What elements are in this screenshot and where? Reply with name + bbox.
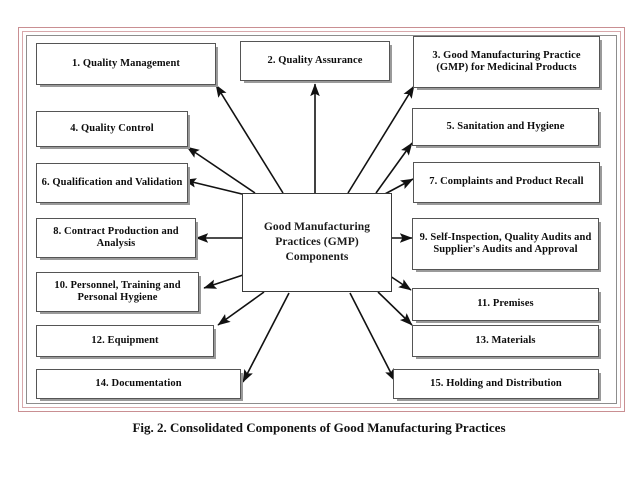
node-1-label: 1. Quality Management [72,57,180,69]
node-11-label: 11. Premises [477,298,534,310]
node-7-label: 7. Complaints and Product Recall [429,176,584,188]
node-7-complaints-product-recall[interactable]: 7. Complaints and Product Recall [413,162,600,203]
node-1-quality-management[interactable]: 1. Quality Management [36,43,216,85]
node-15-label: 15. Holding and Distribution [430,377,562,389]
node-4-label: 4. Quality Control [70,122,154,134]
node-14-documentation[interactable]: 14. Documentation [36,369,241,399]
node-2-label: 2. Quality Assurance [267,54,363,66]
node-10-personnel-training-hygiene[interactable]: 10. Personnel, Training and Personal Hyg… [36,272,199,312]
node-center-label: Good Manufacturing Practices (GMP) Compo… [263,221,371,263]
node-9-label: 9. Self-Inspection, Quality Audits and S… [419,231,592,256]
node-2-quality-assurance[interactable]: 2. Quality Assurance [240,41,390,81]
node-14-label: 14. Documentation [95,377,182,389]
node-3-gmp-medicinal-products[interactable]: 3. Good Manufacturing Practice (GMP) for… [413,36,600,88]
node-6-qualification-validation[interactable]: 6. Qualification and Validation [36,163,188,203]
node-11-premises[interactable]: 11. Premises [412,288,599,321]
node-6-label: 6. Qualification and Validation [41,176,183,188]
node-10-label: 10. Personnel, Training and Personal Hyg… [54,279,181,304]
node-center-gmp-components[interactable]: Good Manufacturing Practices (GMP) Compo… [242,193,392,292]
node-5-label: 5. Sanitation and Hygiene [446,120,565,132]
node-9-self-inspection-audits[interactable]: 9. Self-Inspection, Quality Audits and S… [412,218,599,270]
node-12-label: 12. Equipment [91,334,159,346]
node-4-quality-control[interactable]: 4. Quality Control [36,111,188,147]
node-5-sanitation-hygiene[interactable]: 5. Sanitation and Hygiene [412,108,599,146]
node-8-contract-production-analysis[interactable]: 8. Contract Production and Analysis [36,218,196,258]
figure-caption: Fig. 2. Consolidated Components of Good … [132,420,506,435]
node-13-label: 13. Materials [475,334,536,346]
node-3-label: 3. Good Manufacturing Practice (GMP) for… [432,49,581,74]
node-13-materials[interactable]: 13. Materials [412,325,599,357]
figure-outer-frame-inner-line [22,31,621,408]
node-15-holding-distribution[interactable]: 15. Holding and Distribution [393,369,599,399]
node-8-label: 8. Contract Production and Analysis [53,225,179,250]
node-12-equipment[interactable]: 12. Equipment [36,325,214,357]
